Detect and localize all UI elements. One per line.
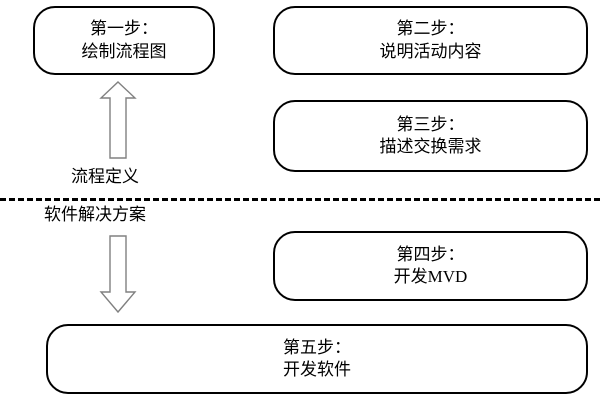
node-step3[interactable]: 第三步： 描述交换需求 — [273, 100, 588, 172]
node-step1-line2: 绘制流程图 — [81, 41, 167, 61]
label-process-definition: 流程定义 — [71, 167, 139, 186]
section-divider — [0, 198, 600, 201]
node-step1[interactable]: 第一步： 绘制流程图 — [33, 6, 215, 75]
node-step3-line2: 描述交换需求 — [379, 137, 482, 156]
node-step5-line1: 第五步： — [283, 337, 351, 357]
label-software-solution: 软件解决方案 — [44, 205, 146, 224]
node-step3-line1: 第三步： — [396, 114, 465, 134]
node-step2-line2: 说明活动内容 — [379, 41, 482, 61]
node-step5-line2: 开发软件 — [283, 360, 351, 379]
arrow-down-icon — [99, 235, 137, 314]
node-step4[interactable]: 第四步： 开发MVD — [273, 231, 588, 301]
node-step2-line1: 第二步： — [396, 19, 465, 39]
node-step5[interactable]: 第五步： 开发软件 — [46, 324, 588, 394]
node-step4-line1: 第四步： — [396, 244, 465, 264]
node-step2[interactable]: 第二步： 说明活动内容 — [273, 6, 588, 75]
arrow-up-icon — [99, 81, 137, 159]
node-step1-line1: 第一步： — [90, 19, 158, 39]
node-step4-line2: 开发MVD — [393, 267, 468, 286]
